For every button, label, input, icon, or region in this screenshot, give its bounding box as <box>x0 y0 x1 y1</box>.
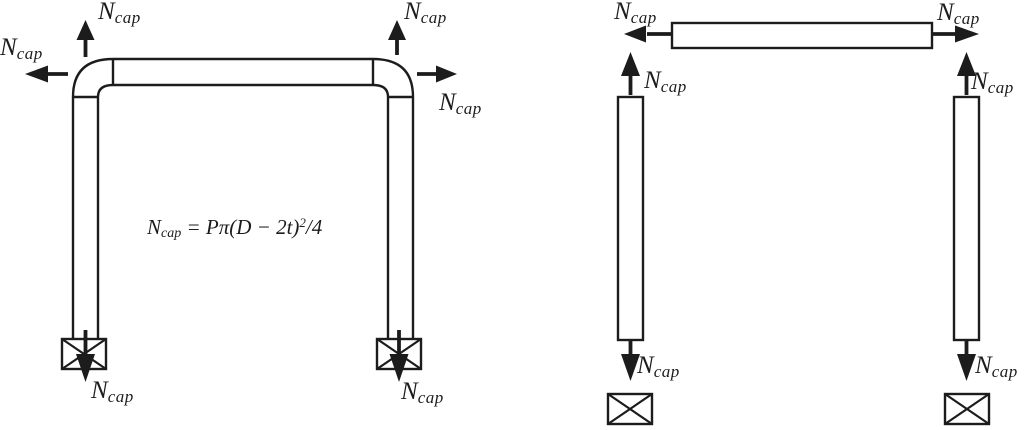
ncap-label-leftcol-bottom: Ncap <box>637 353 680 380</box>
arrow-head <box>76 20 95 40</box>
force-arrow-down-left-support <box>76 330 95 382</box>
exploded-members-diagram <box>606 21 991 426</box>
force-symbol: N <box>975 352 992 379</box>
force-arrow-up-right-column <box>957 52 976 95</box>
force-symbol: N <box>971 68 988 95</box>
force-subscript: cap <box>16 44 43 63</box>
force-symbol: N <box>91 377 108 404</box>
arrow-head <box>389 354 409 382</box>
force-subscript: cap <box>953 9 980 28</box>
force-subscript: cap <box>660 77 687 96</box>
arrow-head <box>436 65 457 83</box>
fixed-support-right <box>943 392 991 426</box>
left-column-member <box>616 95 645 342</box>
formula-lhs-subscript: cap <box>161 226 182 241</box>
force-symbol: N <box>401 378 418 405</box>
arrow-head <box>621 354 640 381</box>
ncap-label-frame-bottomleft: Ncap <box>91 378 134 405</box>
arrow-head <box>76 354 95 382</box>
formula-tail: /4 <box>305 215 323 239</box>
force-subscript: cap <box>991 362 1018 381</box>
ncap-label-frame-topleft-up: Ncap <box>98 0 141 26</box>
ncap-label-frame-bottomright: Ncap <box>401 379 444 406</box>
arrow-head <box>957 52 976 76</box>
support-box <box>606 392 654 426</box>
arrow-head <box>621 52 640 76</box>
force-arrow-right-corner <box>417 65 457 83</box>
ncap-label-rightcol-bottom: Ncap <box>975 353 1018 380</box>
pipe-frame-inner-contour <box>96 83 390 339</box>
force-arrow-bar-left <box>624 25 672 43</box>
formula-lhs-symbol: N <box>147 215 162 239</box>
force-subscript: cap <box>630 8 657 27</box>
arrow-head <box>955 25 979 43</box>
top-bar-member <box>670 21 934 50</box>
pipe-weld-ticks <box>73 59 413 99</box>
support-box-cross <box>607 393 653 425</box>
pipe-frame-outer-contour <box>71 57 415 339</box>
force-symbol: N <box>644 67 661 94</box>
arrow-head <box>957 354 976 381</box>
support-box-cross <box>944 393 990 425</box>
arrow-head <box>388 20 406 40</box>
right-column-member <box>952 95 981 342</box>
force-symbol: N <box>404 0 421 25</box>
pipe-frame-diagram <box>25 20 457 382</box>
arrow-head <box>25 65 48 83</box>
formula-body: = Pπ(D − 2t) <box>181 215 300 239</box>
arrow-head <box>624 25 646 43</box>
force-subscript: cap <box>653 362 680 381</box>
force-symbol: N <box>937 0 954 26</box>
force-subscript: cap <box>417 388 444 407</box>
force-subscript: cap <box>455 99 482 118</box>
force-subscript: cap <box>420 8 447 27</box>
force-symbol: N <box>614 0 631 25</box>
support-box <box>943 392 991 426</box>
force-subscript: cap <box>114 8 141 27</box>
formula-exponent: 2 <box>299 215 306 230</box>
ncap-label-leftcol-top: Ncap <box>644 68 687 95</box>
ncap-label-frame-topright-up: Ncap <box>404 0 447 26</box>
fixed-support-left <box>606 392 654 426</box>
force-arrow-up-right-corner <box>388 20 406 55</box>
force-arrow-down-left-column <box>621 340 640 381</box>
ncap-label-bar-right: Ncap <box>937 0 980 27</box>
force-symbol: N <box>0 34 17 61</box>
force-symbol: N <box>637 352 654 379</box>
force-symbol: N <box>98 0 115 25</box>
force-subscript: cap <box>987 78 1014 97</box>
force-symbol: N <box>439 89 456 116</box>
force-arrow-down-right-support <box>389 330 409 382</box>
force-arrow-down-right-column <box>957 340 976 381</box>
force-arrow-left-corner <box>25 65 68 83</box>
ncap-label-bar-left: Ncap <box>614 0 657 26</box>
ncap-label-frame-left: Ncap <box>0 35 43 62</box>
force-arrow-up-left-column <box>621 52 640 95</box>
capacity-formula: Ncap = Pπ(D − 2t)2/4 <box>147 216 322 241</box>
force-arrow-bar-right <box>932 25 979 43</box>
force-subscript: cap <box>107 387 134 406</box>
force-arrow-up-left-corner <box>76 20 95 57</box>
ncap-label-frame-right: Ncap <box>439 90 482 117</box>
ncap-label-rightcol-top: Ncap <box>971 69 1014 96</box>
